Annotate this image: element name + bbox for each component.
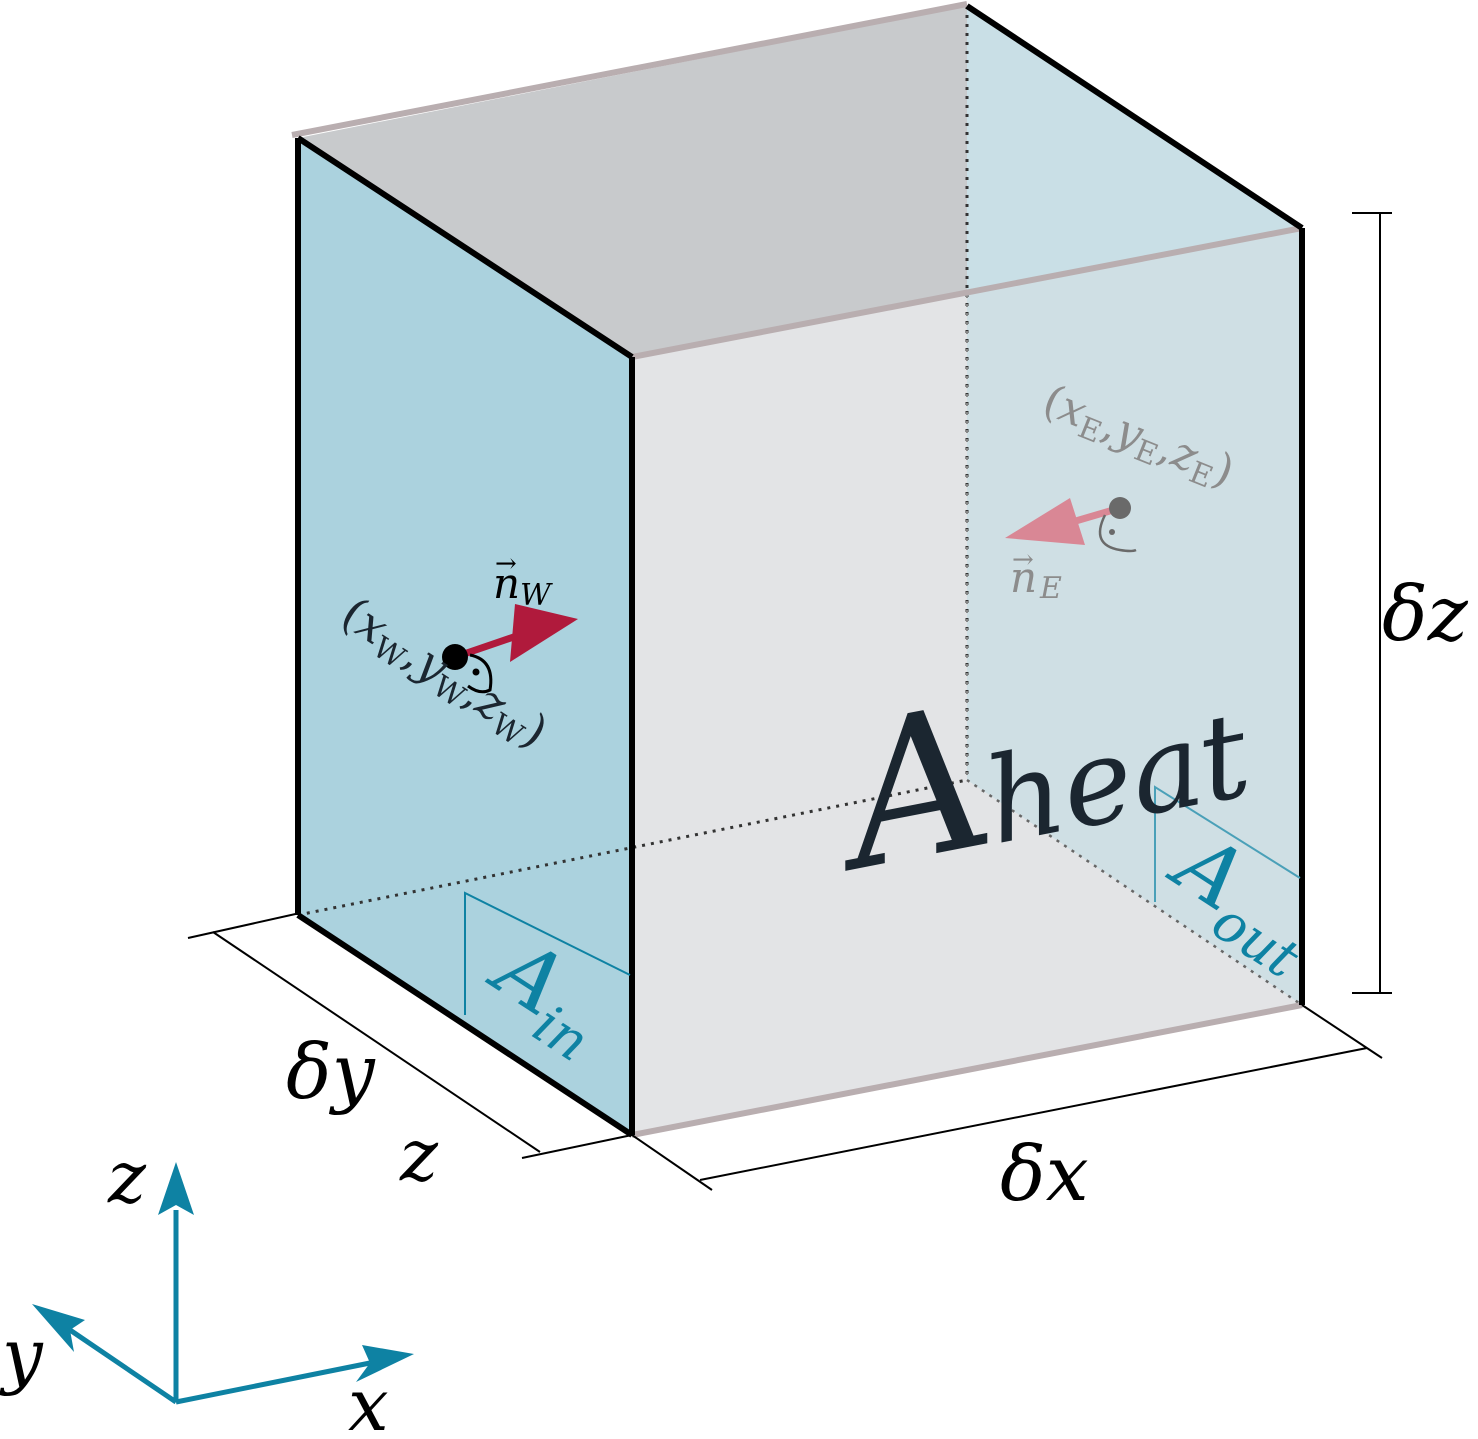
point-e-perp-dot xyxy=(1109,529,1115,535)
axis-y-arrowhead xyxy=(32,1304,85,1352)
point-w-perp-dot xyxy=(472,668,480,676)
point-w-perp-arc xyxy=(467,653,493,694)
axis-y-line xyxy=(68,1327,178,1405)
n-w-arrowhead xyxy=(510,604,578,662)
point-e-dot xyxy=(1109,497,1131,519)
n-w-sub: W xyxy=(520,578,553,613)
label-axis-x: x xyxy=(348,1363,389,1439)
label-point-e: (xE,yE,zE) xyxy=(1034,375,1241,502)
n-w-arrow-accent: → xyxy=(495,549,517,579)
soft-edge-bottom-front xyxy=(631,1002,1303,1138)
n-e-sub: E xyxy=(1039,571,1062,606)
label-dz: δz xyxy=(1382,569,1469,658)
n-w-main: n xyxy=(493,559,520,608)
a-out-marker xyxy=(1154,785,1301,902)
dimension-dy xyxy=(187,912,633,1159)
label-n-e: → n E xyxy=(1010,545,1062,606)
west-face xyxy=(298,138,632,1135)
hidden-edge-bottom-back xyxy=(297,778,968,917)
edge-west-top xyxy=(296,135,634,360)
axis-z-arrowhead xyxy=(158,1162,194,1215)
axis-x-line xyxy=(175,1360,371,1405)
dimension-dx xyxy=(631,1004,1383,1191)
edge-west-bottom xyxy=(296,912,634,1138)
soft-edge-top-back xyxy=(291,1,968,138)
label-dx: δx xyxy=(1000,1129,1089,1218)
label-z-side: z xyxy=(399,1113,439,1197)
point-w-dot xyxy=(442,644,468,670)
front-face-right xyxy=(967,228,1302,1005)
dimension-dz xyxy=(1352,212,1392,994)
a-in-marker xyxy=(464,891,631,1015)
label-axis-z: z xyxy=(107,1135,147,1219)
soft-edge-top-front xyxy=(631,225,1303,360)
point-e-perp-arc xyxy=(1098,514,1137,553)
edge-east-top xyxy=(965,3,1304,231)
n-e-main: n xyxy=(1010,553,1037,602)
point-e-text: (xE,yE,zE) xyxy=(1034,375,1241,502)
label-dy: δy xyxy=(286,1027,376,1116)
n-e-arrowhead xyxy=(1005,498,1085,545)
axis-x-arrowhead xyxy=(356,1345,414,1382)
axis-triad xyxy=(68,1210,371,1405)
n-e-arrow-accent: → xyxy=(1012,545,1034,575)
label-axis-y: y xyxy=(0,1313,44,1397)
label-n-w: → n W xyxy=(493,549,553,613)
